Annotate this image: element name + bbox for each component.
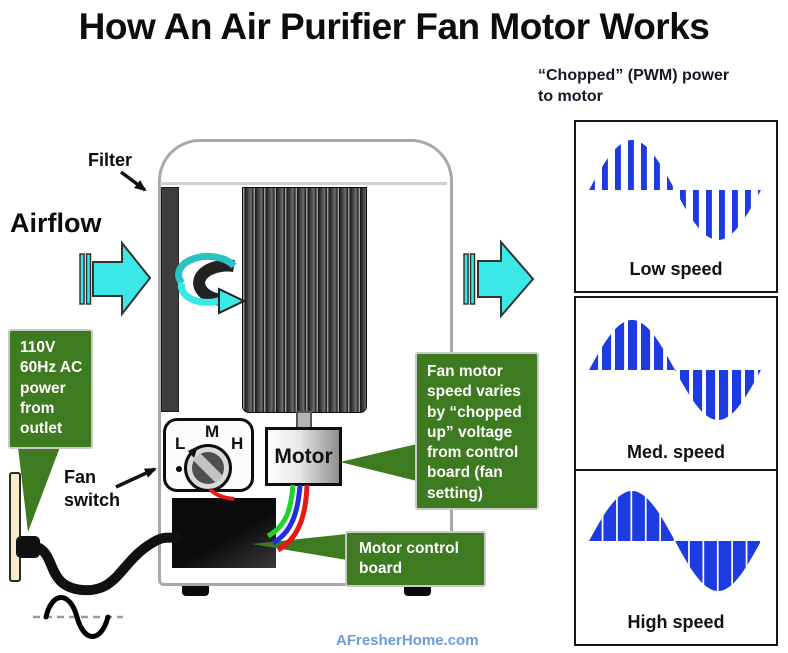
- power-cord: [29, 532, 181, 596]
- wire-green: [266, 484, 296, 539]
- pwm-header-label: “Chopped” (PWM) power to motor: [538, 67, 730, 105]
- power-callout: 110V 60Hz AC power from outlet: [8, 329, 93, 449]
- pwm-waveform-low: [586, 130, 766, 250]
- rotation-arrowhead: [218, 287, 247, 315]
- switch-label-low: L: [175, 434, 186, 453]
- power-callout-tail: [18, 447, 60, 532]
- wire-blue: [271, 484, 303, 546]
- speed-label-high: High speed: [627, 612, 725, 632]
- pwm-waveform-med: [586, 310, 766, 430]
- speed-label-med: Med. speed: [626, 442, 726, 462]
- switch-knob: [192, 452, 224, 484]
- fan-speed-switch: L M H: [163, 418, 254, 492]
- device-foot-left: [182, 583, 209, 596]
- speed-callout-pointer: [340, 444, 417, 481]
- switch-label-med: M: [205, 422, 220, 441]
- knob-pointer-tick: [188, 446, 198, 458]
- speed-callout: Fan motor speed varies by “chopped up” v…: [415, 352, 539, 510]
- motor-control-board: [172, 498, 276, 568]
- filter-arrow: [119, 170, 147, 192]
- board-callout-pointer: [252, 534, 347, 560]
- pwm-waveform-high: [586, 481, 766, 601]
- rotation-arrow-bottom: [177, 281, 223, 306]
- speed-label-low: Low speed: [629, 259, 723, 279]
- switch-index-dot: [176, 466, 182, 472]
- waveform-panel-high: High speed: [574, 469, 778, 646]
- wire-red: [276, 484, 310, 553]
- airflow-arrow-out: [463, 239, 535, 319]
- rotation-arrow-top: [175, 252, 237, 286]
- airflow-label: Airflow: [10, 208, 102, 238]
- ac-sine-symbol: [43, 595, 111, 639]
- fan-switch-arrow: [115, 467, 157, 489]
- board-callout: Motor control board: [345, 531, 486, 587]
- device-top-seam: [160, 182, 447, 185]
- rotation-arrow-outline: [193, 259, 235, 306]
- waveform-panel-med: Med. speed: [574, 296, 778, 476]
- motor-box: Motor: [265, 427, 342, 486]
- waveform-panel-low: Low speed: [574, 120, 778, 293]
- switch-dial: [184, 444, 232, 492]
- watermark: AFresherHome.com: [336, 632, 479, 649]
- airflow-arrow-in: [79, 240, 152, 317]
- switch-label-high: H: [231, 434, 244, 453]
- filter-label: Filter: [88, 150, 133, 170]
- fan-switch-label: Fan switch: [64, 467, 121, 510]
- page-title: How An Air Purifier Fan Motor Works: [78, 6, 710, 47]
- wire-switch-red: [208, 487, 235, 501]
- fan-blower-wheel: [242, 187, 367, 413]
- filter: [161, 187, 179, 412]
